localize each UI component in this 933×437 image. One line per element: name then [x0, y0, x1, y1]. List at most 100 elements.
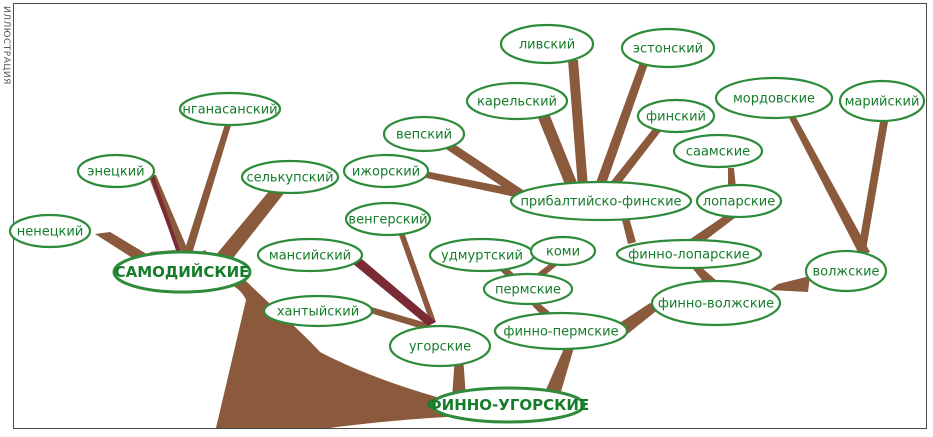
node-mordovskie-ellipse — [714, 76, 834, 120]
node-volzhskie-ellipse — [804, 249, 888, 293]
node-saamskie: саамские — [672, 133, 764, 169]
node-karelsky-label: карельский — [477, 95, 557, 110]
node-samodiyskie-ellipse — [112, 250, 252, 294]
node-finno-permskie-label: финно-пермские — [503, 325, 618, 340]
node-komi-ellipse — [529, 235, 597, 267]
node-finno-ugorskie-label: ФИННО-УГОРСКИЕ — [427, 396, 589, 414]
node-estonsky-label: эстонский — [633, 42, 703, 57]
node-mansiysky-ellipse — [256, 237, 364, 273]
node-selkupsky-label: селькупский — [246, 171, 333, 186]
node-finno-volzhskie: финно-волжские — [650, 279, 782, 327]
branch-finno-permskie — [545, 344, 575, 395]
node-znetsky-ellipse — [76, 153, 156, 189]
node-ugorskie: угорские — [388, 324, 492, 368]
node-finsky-ellipse — [636, 98, 716, 134]
node-nganasansky-label: нганасанский — [182, 103, 277, 118]
node-selkupsky-ellipse — [240, 159, 340, 195]
node-estonsky-ellipse — [620, 27, 716, 69]
node-izhorsky: ижорский — [342, 153, 430, 189]
branch-karelsky — [534, 106, 580, 192]
node-znetsky-label: энецкий — [87, 165, 144, 180]
node-khantyysky: хантыйский — [262, 294, 374, 328]
node-mariysky-ellipse — [838, 79, 926, 123]
node-mariysky-label: марийский — [845, 95, 920, 110]
node-pribaltiysko-finskie: прибалтийско-финские — [509, 180, 693, 222]
node-mariysky: марийский — [838, 79, 926, 123]
node-saamskie-ellipse — [672, 133, 764, 169]
branch-ugorskie — [452, 356, 466, 398]
branch-vengersky — [398, 232, 436, 322]
node-finno-loparskie-label: финно-лопарские — [628, 248, 750, 263]
node-finno-ugorskie-ellipse — [430, 386, 586, 424]
node-vepsky-ellipse — [382, 115, 466, 153]
node-vepsky-label: вепский — [396, 128, 452, 143]
branch-estonsky — [594, 62, 648, 190]
node-udmurtsky: удмуртский — [428, 237, 536, 273]
node-loparskie-label: лопарские — [703, 195, 775, 210]
branch-mordovskie — [785, 110, 870, 256]
node-finno-loparskie: финно-лопарские — [615, 238, 763, 270]
language-nodes: ливский эстонский карельский финский мордовс… — [8, 23, 926, 424]
tree-branches — [95, 60, 888, 398]
node-vengersky: венгерский — [344, 201, 432, 237]
node-saamskie-label: саамские — [686, 145, 750, 160]
node-permskie-label: пермские — [495, 283, 561, 298]
node-ugorskie-ellipse — [388, 324, 492, 368]
node-finno-ugorskie: ФИННО-УГОРСКИЕ — [427, 386, 589, 424]
node-vepsky: вепский — [382, 115, 466, 153]
node-permskie-ellipse — [482, 272, 574, 306]
node-mordovskie-label: мордовские — [733, 92, 815, 107]
branch-finsky — [606, 120, 668, 192]
node-nenetsky-label: ненецкий — [17, 225, 84, 240]
node-pribaltiysko-finskie-ellipse — [509, 180, 693, 222]
node-volzhskie-label: волжские — [812, 265, 879, 280]
node-samodiyskie: САМОДИЙСКИЕ — [112, 250, 252, 294]
branch-livsky — [568, 60, 588, 188]
node-livsky-ellipse — [499, 23, 595, 65]
node-finno-volzhskie-label: финно-волжские — [658, 297, 774, 312]
node-karelsky: карельский — [465, 81, 569, 121]
branch-selkupsky — [210, 190, 285, 262]
node-vengersky-label: венгерский — [348, 213, 427, 228]
node-nenetsky: ненецкий — [8, 213, 92, 249]
branch-mariysky — [858, 122, 888, 250]
node-komi-label: коми — [546, 245, 580, 260]
node-loparskie: лопарские — [695, 183, 783, 219]
node-ugorskie-label: угорские — [409, 340, 471, 355]
node-finno-loparskie-ellipse — [615, 238, 763, 270]
branch-saamskie — [728, 168, 736, 188]
branch-vepsky — [440, 140, 532, 200]
node-izhorsky-ellipse — [342, 153, 430, 189]
node-pribaltiysko-finskie-label: прибалтийско-финские — [520, 195, 681, 210]
node-mordovskie: мордовские — [714, 76, 834, 120]
node-livsky-label: ливский — [519, 38, 575, 53]
node-karelsky-ellipse — [465, 81, 569, 121]
node-khantyysky-label: хантыйский — [277, 305, 359, 320]
node-selkupsky: селькупский — [240, 159, 340, 195]
node-znetsky: энецкий — [76, 153, 156, 189]
branch-volzhskie — [770, 276, 810, 292]
node-finno-volzhskie-ellipse — [650, 279, 782, 327]
node-mansiysky-label: мансийский — [269, 249, 351, 264]
node-loparskie-ellipse — [695, 183, 783, 219]
branch-znetsky-dark — [150, 176, 182, 256]
node-vengersky-ellipse — [344, 201, 432, 237]
node-finno-permskie-ellipse — [493, 311, 629, 351]
node-estonsky: эстонский — [620, 27, 716, 69]
node-permskie: пермские — [482, 272, 574, 306]
node-komi: коми — [529, 235, 597, 267]
node-nganasansky: нганасанский — [178, 91, 282, 127]
node-volzhskie: волжские — [804, 249, 888, 293]
node-udmurtsky-label: удмуртский — [441, 249, 523, 264]
node-livsky: ливский — [499, 23, 595, 65]
node-nganasansky-ellipse — [178, 91, 282, 127]
branch-mansiysky — [346, 254, 436, 326]
branch-nganasansky — [184, 121, 232, 254]
branch-khantyysky — [360, 306, 430, 330]
branch-izhorsky — [420, 170, 520, 198]
node-samodiyskie-label: САМОДИЙСКИЕ — [115, 262, 250, 281]
node-khantyysky-ellipse — [262, 294, 374, 328]
tree-trunk-base — [216, 300, 262, 428]
node-finsky: финский — [636, 98, 716, 134]
